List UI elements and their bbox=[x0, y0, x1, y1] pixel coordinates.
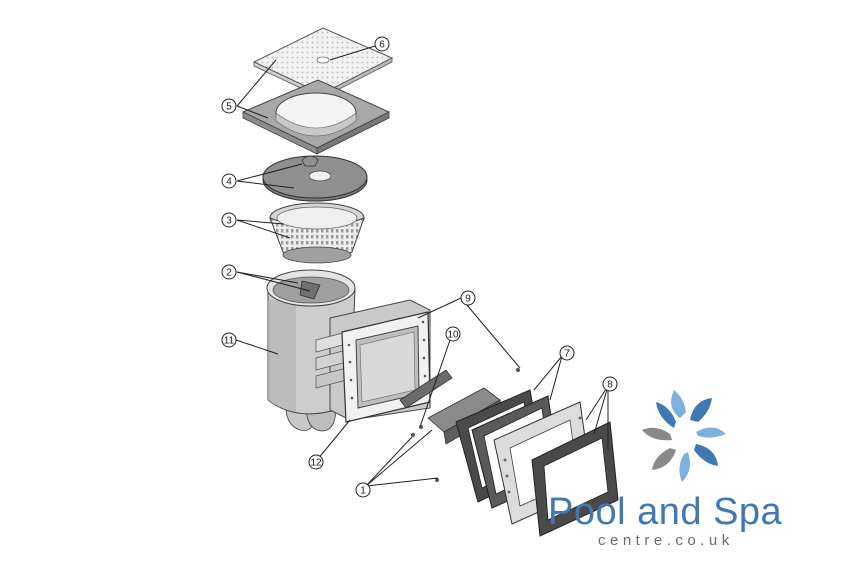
callout-5: 5 bbox=[221, 98, 237, 114]
collar-frame-part bbox=[241, 79, 391, 155]
svg-text:3: 3 bbox=[226, 216, 232, 227]
svg-text:11: 11 bbox=[224, 336, 235, 347]
callout-3: 3 bbox=[221, 212, 237, 228]
svg-text:6: 6 bbox=[379, 40, 385, 51]
svg-text:4: 4 bbox=[226, 177, 232, 188]
callout-11: 11 bbox=[221, 332, 237, 348]
outer-gasket-part bbox=[531, 421, 619, 537]
strainer-basket-part bbox=[269, 202, 365, 264]
brand-name: Pool and Spa bbox=[548, 491, 783, 533]
callout-1: 1 bbox=[355, 482, 371, 498]
callout-6: 6 bbox=[374, 36, 390, 52]
blanking-plate-part bbox=[399, 369, 453, 409]
float-disc-part bbox=[262, 155, 368, 202]
leader-lines bbox=[235, 45, 609, 487]
splash-logo-icon bbox=[642, 390, 726, 482]
callout-9: 9 bbox=[460, 290, 476, 306]
callout-2: 2 bbox=[221, 264, 237, 280]
svg-text:9: 9 bbox=[465, 294, 471, 305]
callout-10: 10 bbox=[445, 326, 461, 342]
svg-text:8: 8 bbox=[607, 380, 613, 391]
svg-text:2: 2 bbox=[226, 268, 232, 279]
callout-12: 12 bbox=[308, 454, 324, 470]
callout-7: 7 bbox=[559, 345, 575, 361]
svg-text:12: 12 bbox=[310, 458, 322, 469]
svg-text:5: 5 bbox=[226, 102, 232, 113]
svg-text:7: 7 bbox=[564, 349, 570, 360]
svg-text:1: 1 bbox=[360, 486, 366, 497]
svg-text:10: 10 bbox=[447, 330, 459, 341]
skimmer-body-part bbox=[266, 269, 431, 432]
callout-8: 8 bbox=[602, 376, 618, 392]
brand-domain: centre.co.uk bbox=[598, 532, 734, 549]
lid-cover-part bbox=[252, 27, 394, 99]
callout-4: 4 bbox=[221, 173, 237, 189]
